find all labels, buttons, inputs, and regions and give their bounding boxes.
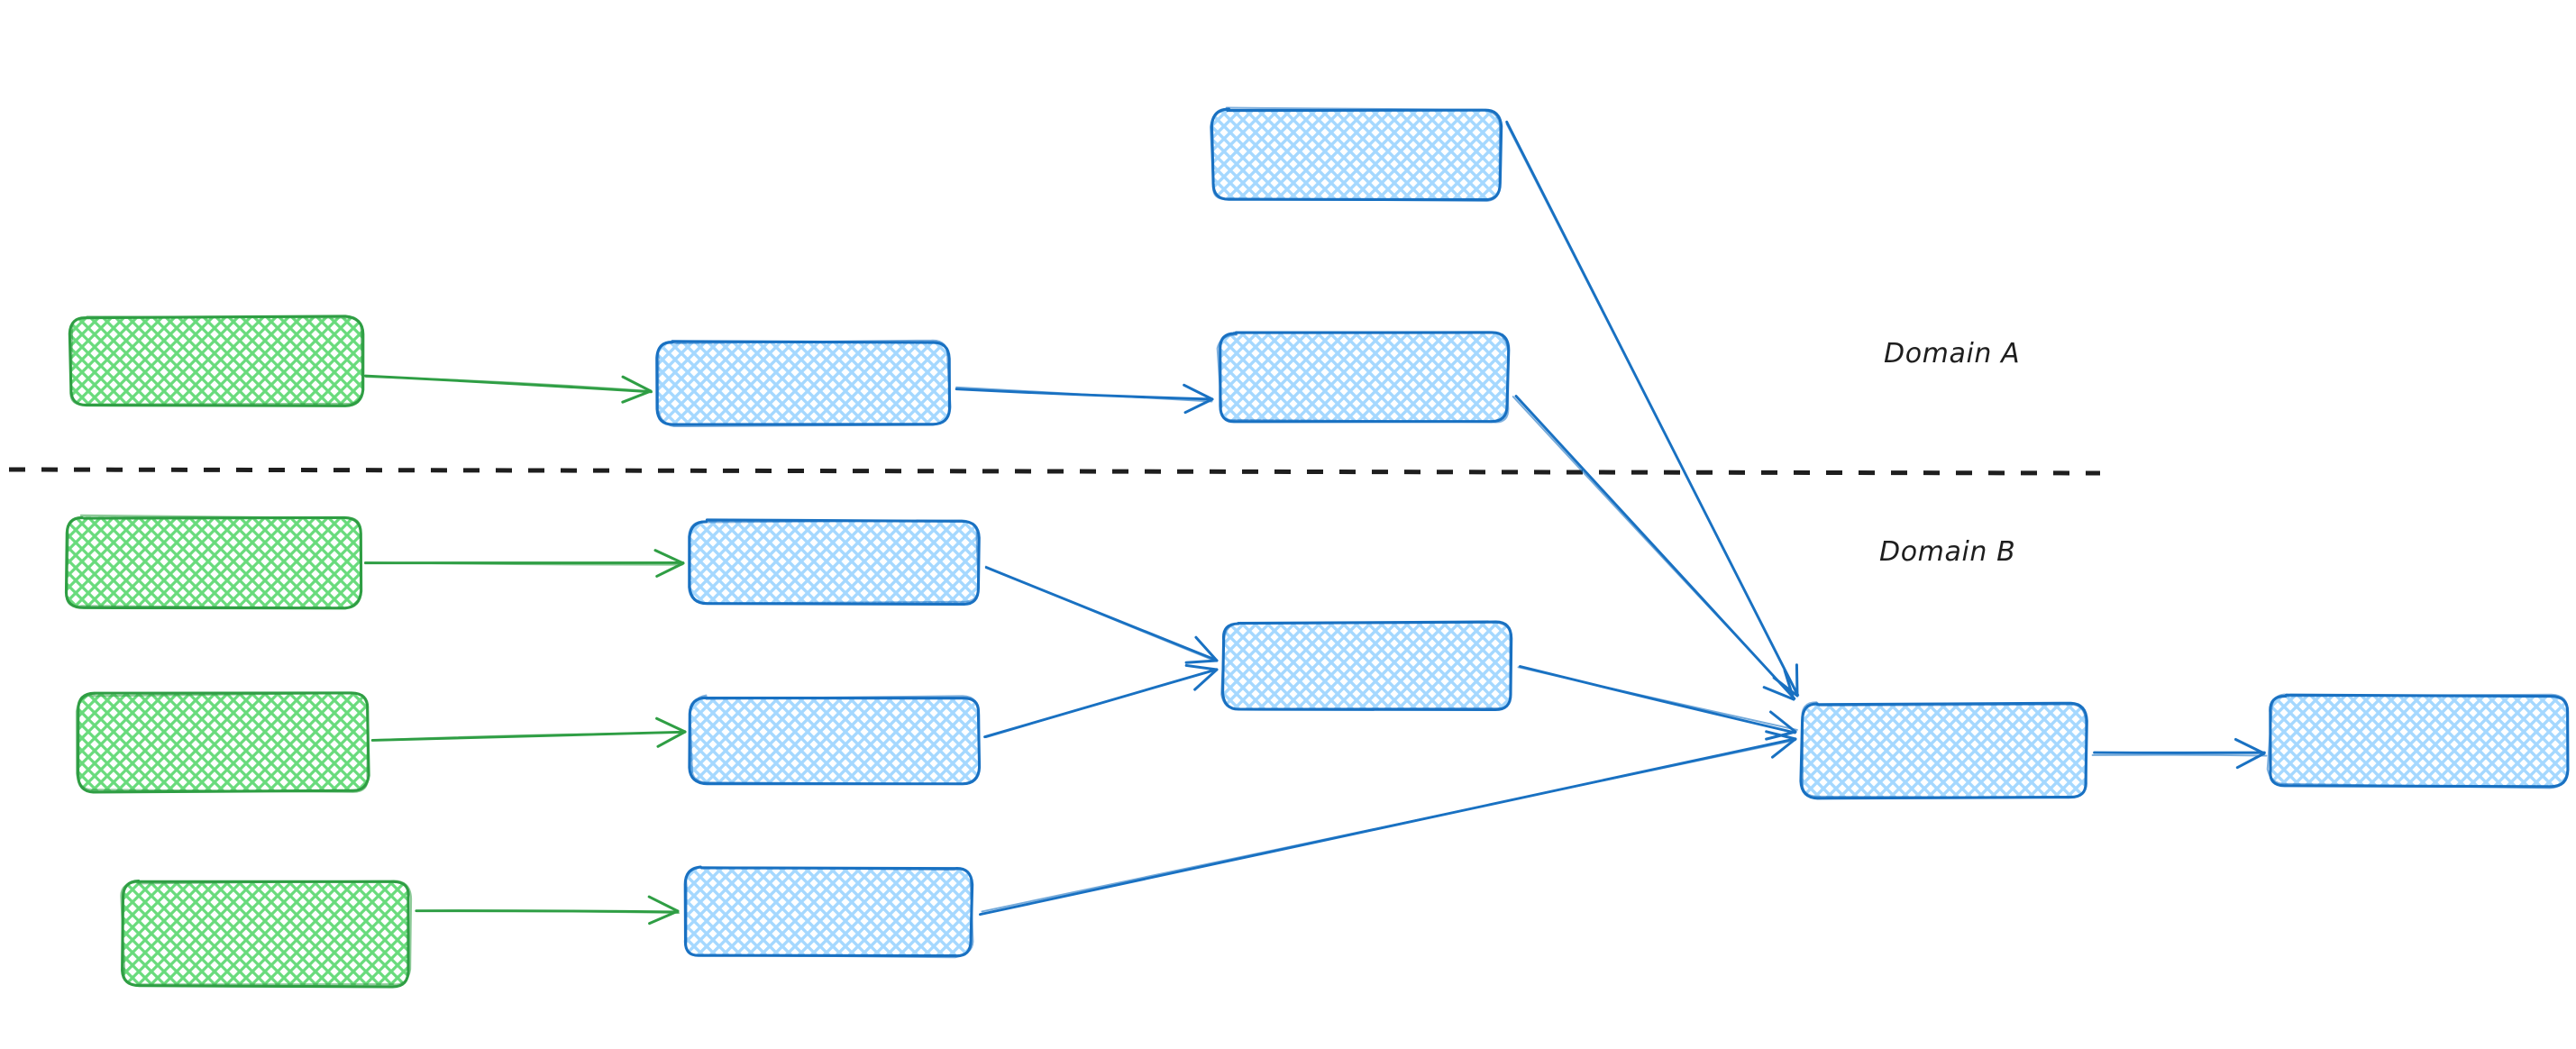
node-fill [690, 520, 979, 604]
domain-b-label: Domain B [1879, 536, 2016, 568]
edge-e3 [1505, 120, 1800, 698]
edge-arrowhead [1193, 668, 1219, 691]
edge-line [1517, 666, 1798, 731]
edge-arrowhead [1762, 686, 1795, 701]
edge-arrowhead [1183, 397, 1214, 415]
edge-line [984, 565, 1216, 662]
edge-arrowhead [1194, 635, 1219, 662]
edge-arrowhead [2233, 737, 2266, 755]
node-outline [685, 866, 974, 959]
node-outline [69, 315, 364, 406]
node-fill [77, 693, 369, 791]
edge-line [416, 909, 681, 914]
edge-e7 [415, 895, 681, 926]
edge-e9 [983, 663, 1219, 739]
edges-group [363, 120, 2268, 926]
edge-arrowhead [1184, 663, 1219, 671]
edge-line [985, 670, 1216, 739]
node-outline [1209, 106, 1502, 203]
edge-arrowhead [655, 561, 685, 578]
node-fill [2270, 695, 2568, 787]
edge-e4 [1512, 395, 1796, 701]
node-fill [690, 697, 980, 784]
node-b-out-1[interactable] [2266, 693, 2570, 789]
edge-arrowhead [655, 716, 687, 734]
edge-arrowhead [1765, 730, 1797, 741]
edge-arrowhead [653, 549, 685, 565]
edge-arrowhead [2235, 752, 2266, 770]
edge-e5 [364, 549, 685, 578]
edge-e8 [984, 565, 1219, 664]
node-outline [688, 519, 980, 605]
node-outline [120, 880, 413, 986]
node-b-mid-1[interactable] [688, 518, 981, 606]
node-outline [689, 694, 981, 786]
edge-e2 [955, 383, 1214, 415]
node-outline [656, 339, 952, 428]
edge-line [373, 732, 684, 741]
node-outline [2266, 693, 2569, 789]
domain-divider-line [8, 467, 2101, 476]
edge-arrowhead [647, 895, 680, 913]
edge-e10 [1517, 665, 1798, 741]
node-a-top-1[interactable] [1209, 106, 1503, 203]
edge-line [1512, 396, 1796, 699]
node-outline [1801, 701, 2087, 799]
node-b-src-3[interactable] [120, 879, 413, 989]
node-b-mid-3[interactable] [683, 865, 974, 959]
node-a-mid-1[interactable] [655, 339, 952, 428]
node-b-join-1[interactable] [1220, 620, 1513, 712]
edge-line [364, 376, 651, 392]
edge-e1 [363, 374, 653, 404]
edge-line [955, 386, 1213, 403]
node-outline [75, 691, 370, 793]
edge-e11 [979, 730, 1797, 917]
domain-a-label: Domain A [1884, 338, 2021, 369]
edge-arrowhead [656, 730, 687, 748]
node-fill [1801, 703, 2087, 798]
edge-arrowhead [621, 389, 653, 404]
node-fill [70, 316, 363, 406]
edge-e6 [370, 716, 687, 748]
node-fill [122, 880, 410, 986]
nodes-group [64, 106, 2570, 989]
node-outline [121, 879, 410, 989]
edge-line [1505, 123, 1800, 697]
edge-arrowhead [1770, 737, 1797, 759]
node-fill [684, 867, 973, 957]
edge-arrowhead [1769, 710, 1797, 734]
edge-arrowhead [1795, 663, 1799, 698]
node-outline [1220, 621, 1512, 710]
node-outline [65, 514, 362, 609]
node-a-src-1[interactable] [68, 315, 365, 407]
node-fill [66, 516, 361, 608]
node-fill [1219, 333, 1509, 423]
edge-arrowhead [1183, 383, 1214, 401]
edge-arrowhead [621, 375, 653, 393]
edge-line [364, 561, 683, 566]
edge-arrowhead [1184, 659, 1219, 664]
node-b-join-2[interactable] [1799, 701, 2088, 800]
node-b-src-2[interactable] [75, 691, 370, 794]
edge-arrowhead [1783, 669, 1795, 701]
node-b-mid-2[interactable] [688, 694, 982, 786]
edge-e12 [2091, 737, 2268, 770]
edge-arrowhead [648, 909, 680, 926]
domain-divider-group [8, 467, 2101, 476]
node-a-end-1[interactable] [1216, 331, 1511, 424]
edge-line [981, 739, 1796, 913]
node-fill [1222, 622, 1512, 710]
node-fill [1211, 109, 1501, 201]
node-fill [656, 341, 950, 424]
node-b-src-1[interactable] [64, 514, 363, 610]
edge-line [2091, 753, 2268, 757]
node-outline [1216, 331, 1510, 424]
